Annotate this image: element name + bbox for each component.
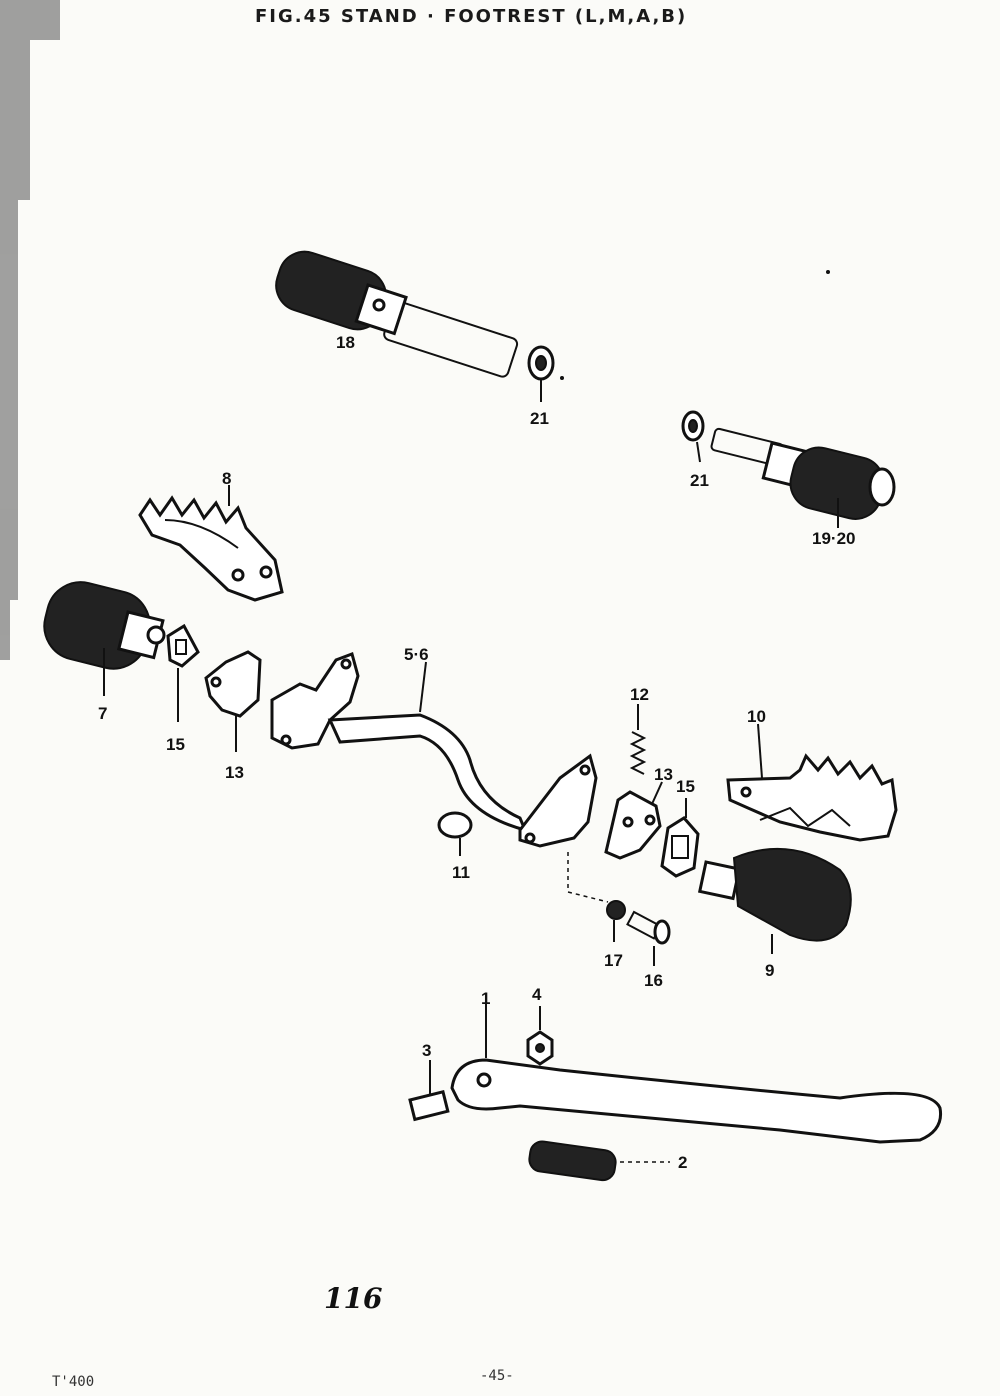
- part-2-spring: [528, 1140, 670, 1182]
- part-16-bolt: [626, 910, 671, 966]
- part-9-footrest-rubber: [697, 847, 852, 954]
- footer-model: T'400: [52, 1374, 94, 1390]
- callout-17: 17: [604, 951, 623, 970]
- footer-page: -45-: [480, 1368, 514, 1384]
- part-15-washer-right: [660, 798, 700, 878]
- part-21-nut-upper: [527, 345, 555, 402]
- callout-11: 11: [452, 863, 470, 882]
- callout-3: 3: [422, 1041, 431, 1060]
- page-number: 116: [324, 1282, 382, 1315]
- callout-16: 16: [644, 971, 663, 990]
- scan-dot: [560, 376, 564, 380]
- scan-noise: [0, 0, 60, 660]
- callout-7: 7: [98, 704, 107, 723]
- callout-18: 18: [336, 333, 355, 352]
- part-4-nut: [526, 1006, 554, 1066]
- assembly-line: [567, 852, 609, 903]
- part-3-bolt: [408, 1060, 450, 1122]
- part-17-nut: [606, 900, 626, 942]
- figure-title: FIG.45 STAND · FOOTREST (L,M,A,B): [255, 6, 687, 27]
- part-12-spring: [629, 704, 647, 775]
- scan-dot: [826, 270, 830, 274]
- part-11-pin: [437, 811, 473, 856]
- callout-13a: 13: [225, 763, 244, 782]
- callout-1: 1: [481, 989, 490, 1008]
- callout-15a: 15: [166, 735, 185, 754]
- part-21-nut-right: [681, 410, 705, 463]
- part-5-6-footrest-bar: [270, 652, 598, 848]
- callout-8: 8: [222, 469, 231, 488]
- part-7-footrest-peg: [43, 581, 166, 696]
- part-8-serrated-footrest: [138, 485, 284, 602]
- callout-19-20: 19·20: [812, 529, 855, 548]
- callout-15b: 15: [676, 777, 695, 796]
- part-13-bracket-left: [204, 650, 262, 752]
- part-1-side-stand: [450, 994, 943, 1144]
- part-10-serrated-footrest: [726, 723, 898, 842]
- callout-21b: 21: [690, 471, 709, 490]
- part-13-bracket-right: [604, 781, 663, 860]
- part-19-20-footrest-peg: [710, 427, 896, 528]
- callout-4: 4: [532, 985, 542, 1004]
- callout-12: 12: [630, 685, 649, 704]
- callout-5-6: 5·6: [404, 645, 429, 664]
- callout-13b: 13: [654, 765, 673, 784]
- callout-2: 2: [678, 1153, 687, 1172]
- callout-10: 10: [747, 707, 766, 726]
- part-18-footrest-peg: [275, 250, 519, 378]
- part-15-washer-left: [166, 623, 200, 722]
- callout-21a: 21: [530, 409, 549, 428]
- callout-9: 9: [765, 961, 774, 980]
